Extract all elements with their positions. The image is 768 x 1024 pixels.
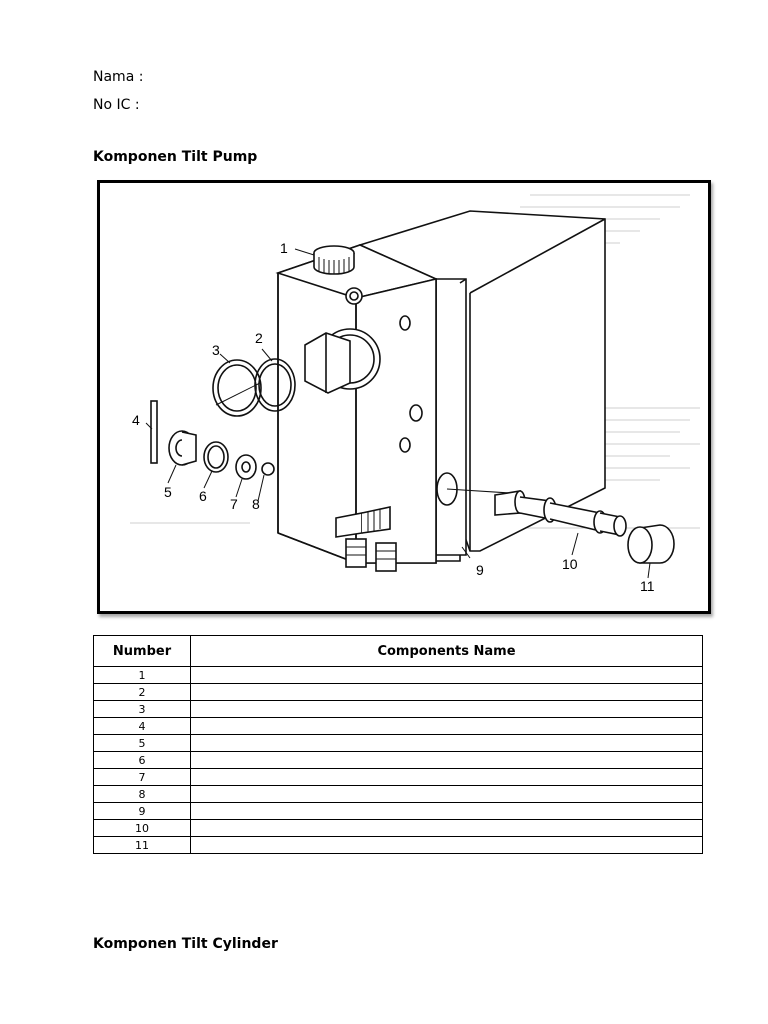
table-row: 11 xyxy=(93,836,703,854)
row-number: 4 xyxy=(93,717,191,735)
table-header-row: Number Components Name xyxy=(93,635,703,667)
callout-5: 5 xyxy=(164,484,172,500)
component-name-cell[interactable] xyxy=(190,666,703,684)
drive-shaft xyxy=(436,472,627,537)
callout-6: 6 xyxy=(199,488,207,504)
section-title-tilt-pump: Komponen Tilt Pump xyxy=(93,149,258,165)
row-number: 1 xyxy=(93,666,191,684)
column-header-number: Number xyxy=(93,635,191,667)
row-number: 9 xyxy=(93,802,191,820)
filler-cap xyxy=(313,245,355,275)
callout-11: 11 xyxy=(640,578,655,594)
table-row: 9 xyxy=(93,802,703,820)
component-name-cell[interactable] xyxy=(190,734,703,752)
table-row: 2 xyxy=(93,683,703,701)
row-number: 7 xyxy=(93,768,191,786)
hex-port-fitting xyxy=(304,328,381,394)
components-table: Number Components Name 1 2 3 4 5 6 7 8 9… xyxy=(93,635,703,854)
ic-number-label: No IC : xyxy=(93,97,140,113)
callout-1: 1 xyxy=(280,240,288,256)
callout-labels: 1 2 3 4 5 6 7 8 9 10 11 xyxy=(132,240,655,594)
table-row: 6 xyxy=(93,751,703,769)
tilt-pump-diagram: 1 2 3 4 5 6 7 8 9 10 11 xyxy=(97,180,711,614)
callout-8: 8 xyxy=(252,496,260,512)
table-row: 5 xyxy=(93,734,703,752)
leader-lines xyxy=(145,248,651,579)
callout-9: 9 xyxy=(476,562,484,578)
pump-body xyxy=(275,210,606,564)
table-row: 7 xyxy=(93,768,703,786)
section-title-tilt-cylinder: Komponen Tilt Cylinder xyxy=(93,936,278,952)
row-number: 11 xyxy=(93,836,191,854)
row-number: 5 xyxy=(93,734,191,752)
callout-4: 4 xyxy=(132,412,140,428)
bolt-heads xyxy=(345,287,423,453)
row-number: 3 xyxy=(93,700,191,718)
callout-10: 10 xyxy=(562,556,578,572)
row-number: 2 xyxy=(93,683,191,701)
table-row: 8 xyxy=(93,785,703,803)
component-name-cell[interactable] xyxy=(190,700,703,718)
callout-7: 7 xyxy=(230,496,238,512)
component-name-cell[interactable] xyxy=(190,785,703,803)
component-name-cell[interactable] xyxy=(190,802,703,820)
callout-3: 3 xyxy=(212,342,220,358)
component-name-cell[interactable] xyxy=(190,717,703,735)
column-header-components-name: Components Name xyxy=(190,635,703,667)
table-row: 3 xyxy=(93,700,703,718)
component-name-cell[interactable] xyxy=(190,751,703,769)
component-name-cell[interactable] xyxy=(190,683,703,701)
component-name-cell[interactable] xyxy=(190,819,703,837)
bottom-fittings xyxy=(335,506,397,572)
callout-2: 2 xyxy=(255,330,263,346)
row-number: 8 xyxy=(93,785,191,803)
table-row: 10 xyxy=(93,819,703,837)
component-name-cell[interactable] xyxy=(190,836,703,854)
table-row: 1 xyxy=(93,666,703,684)
end-cap xyxy=(627,524,675,564)
row-number: 6 xyxy=(93,751,191,769)
component-name-cell[interactable] xyxy=(190,768,703,786)
exploded-seal-parts xyxy=(150,358,296,480)
row-number: 10 xyxy=(93,819,191,837)
name-label: Nama : xyxy=(93,69,144,85)
table-row: 4 xyxy=(93,717,703,735)
